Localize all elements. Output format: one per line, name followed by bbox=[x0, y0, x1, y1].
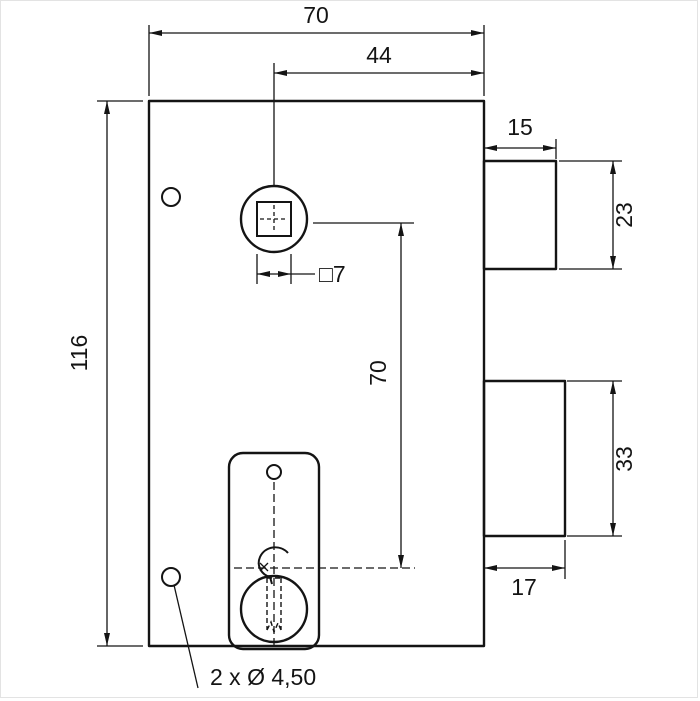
dim-spindle-to-edge-label: 44 bbox=[366, 42, 392, 68]
dimension-labels: 70 44 116 15 23 33 17 70 □7 2 x Ø 4,50 bbox=[66, 2, 637, 690]
holes-leader-line bbox=[173, 584, 199, 689]
key-bow-hook bbox=[257, 546, 289, 585]
key-silhouette bbox=[257, 546, 289, 635]
dim-spindle-to-key-label: 70 bbox=[365, 360, 391, 386]
dead-bolt bbox=[482, 379, 567, 538]
dim-total-height-label: 116 bbox=[66, 335, 92, 372]
dim-bolt-height-label: 33 bbox=[611, 446, 637, 472]
dimension-lines bbox=[104, 30, 616, 646]
escutcheon-plate bbox=[227, 451, 321, 651]
mounting-hole-bottom bbox=[161, 567, 181, 587]
key-blade-dashed bbox=[266, 577, 282, 635]
dim-total-width-label: 70 bbox=[303, 2, 329, 28]
latch-bolt bbox=[482, 159, 558, 271]
dim-bolt-width-label: 17 bbox=[511, 574, 537, 600]
dim-spindle-square-label: □7 bbox=[319, 261, 346, 287]
holes-note-label: 2 x Ø 4,50 bbox=[210, 664, 316, 690]
dim-latch-width-label: 15 bbox=[507, 114, 533, 140]
spindle-follower bbox=[239, 184, 309, 254]
key-tip-mark bbox=[259, 562, 269, 572]
lock-body-outline bbox=[147, 99, 567, 648]
escutcheon-screw-hole bbox=[266, 464, 282, 480]
dim-latch-height-label: 23 bbox=[611, 202, 637, 228]
extension-lines bbox=[97, 25, 622, 689]
mounting-hole-top bbox=[161, 187, 181, 207]
